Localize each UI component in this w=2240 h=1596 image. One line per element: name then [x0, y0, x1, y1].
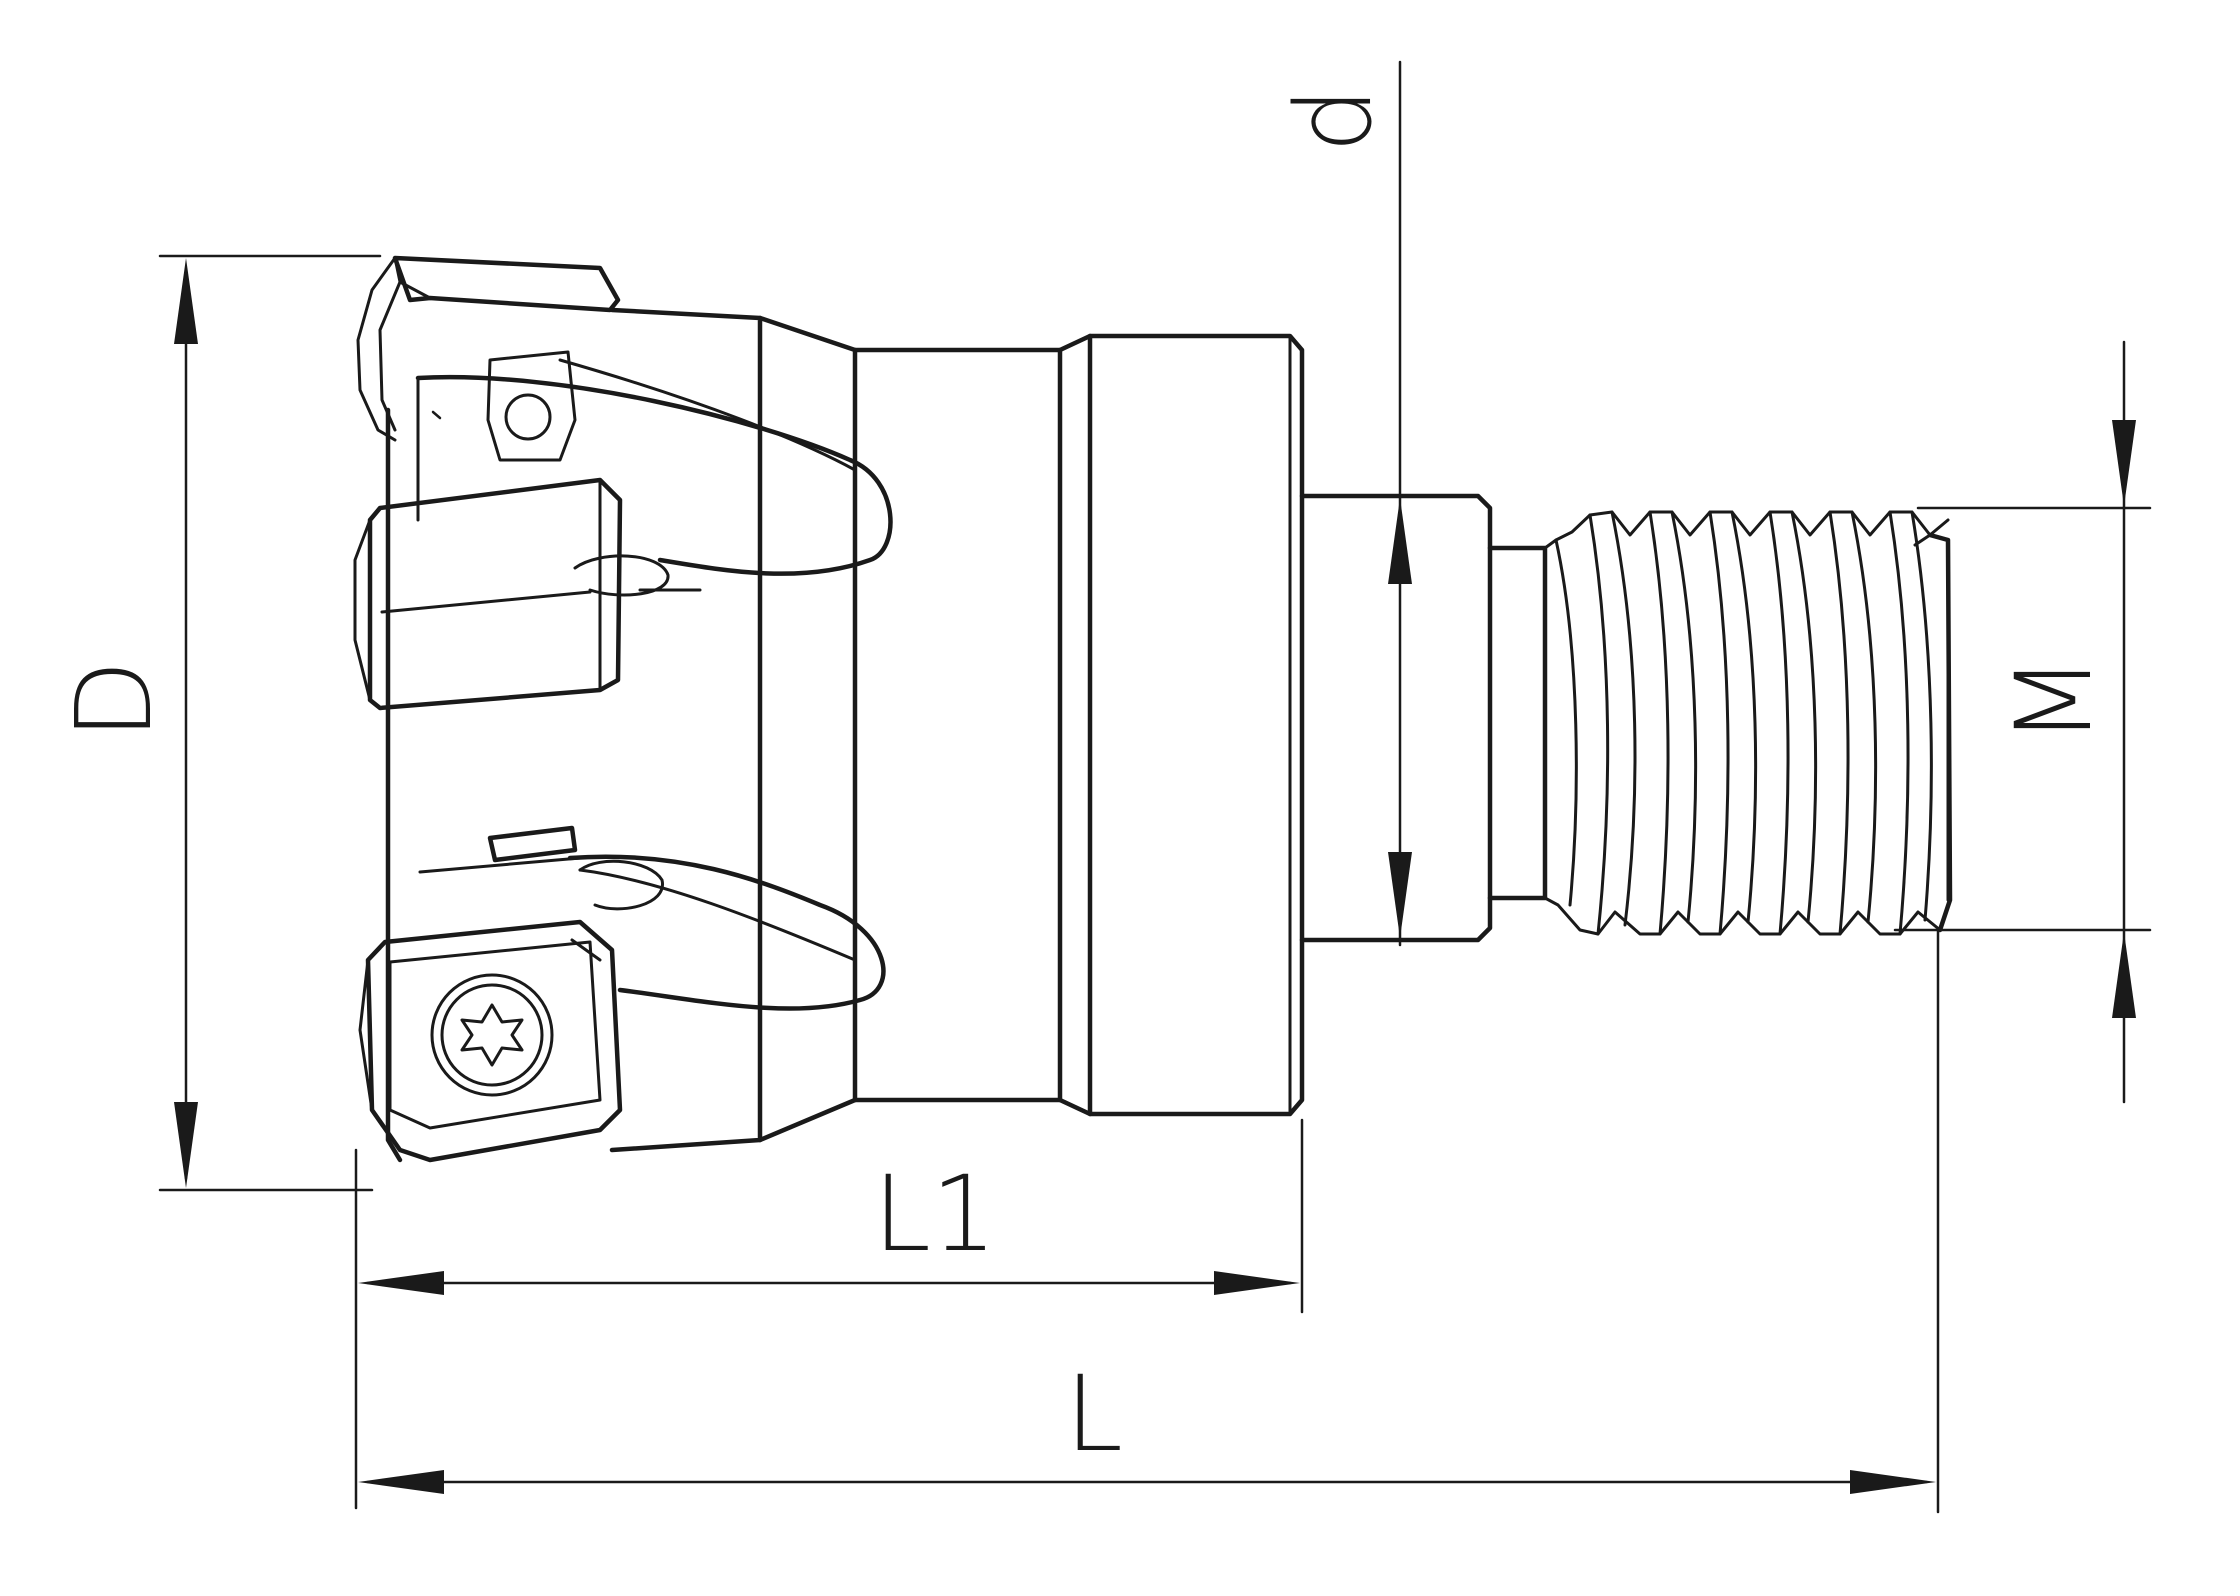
dimension-d-shank: d [1273, 60, 1412, 947]
label-M: M [1993, 655, 2115, 745]
lower-insert [358, 825, 886, 1163]
label-L: L [1065, 1353, 1123, 1475]
dimension-m: M [1893, 340, 2152, 1104]
dimension-l1: L1 [354, 1118, 1304, 1510]
threaded-shank [1299, 493, 1953, 943]
label-d: d [1273, 87, 1395, 153]
upper-insert [353, 255, 893, 711]
label-D: D [53, 660, 175, 740]
d-arrow-bottom [174, 1102, 198, 1188]
dimension-d-outer: D [53, 254, 382, 1192]
m-arrow-bottom [2112, 932, 2136, 1018]
dsmall-arrow-top [1388, 498, 1412, 584]
m-arrow-top [2112, 420, 2136, 506]
dsmall-arrow-bottom [1388, 852, 1412, 938]
l-arrow-left [358, 1470, 444, 1494]
d-arrow-top [174, 258, 198, 344]
dimension-l: L [358, 928, 1940, 1514]
l1-arrow-right [1214, 1271, 1300, 1295]
l-arrow-right [1850, 1470, 1936, 1494]
label-L1: L1 [873, 1153, 997, 1275]
l1-arrow-left [358, 1271, 444, 1295]
cutter-head [385, 307, 1305, 1163]
